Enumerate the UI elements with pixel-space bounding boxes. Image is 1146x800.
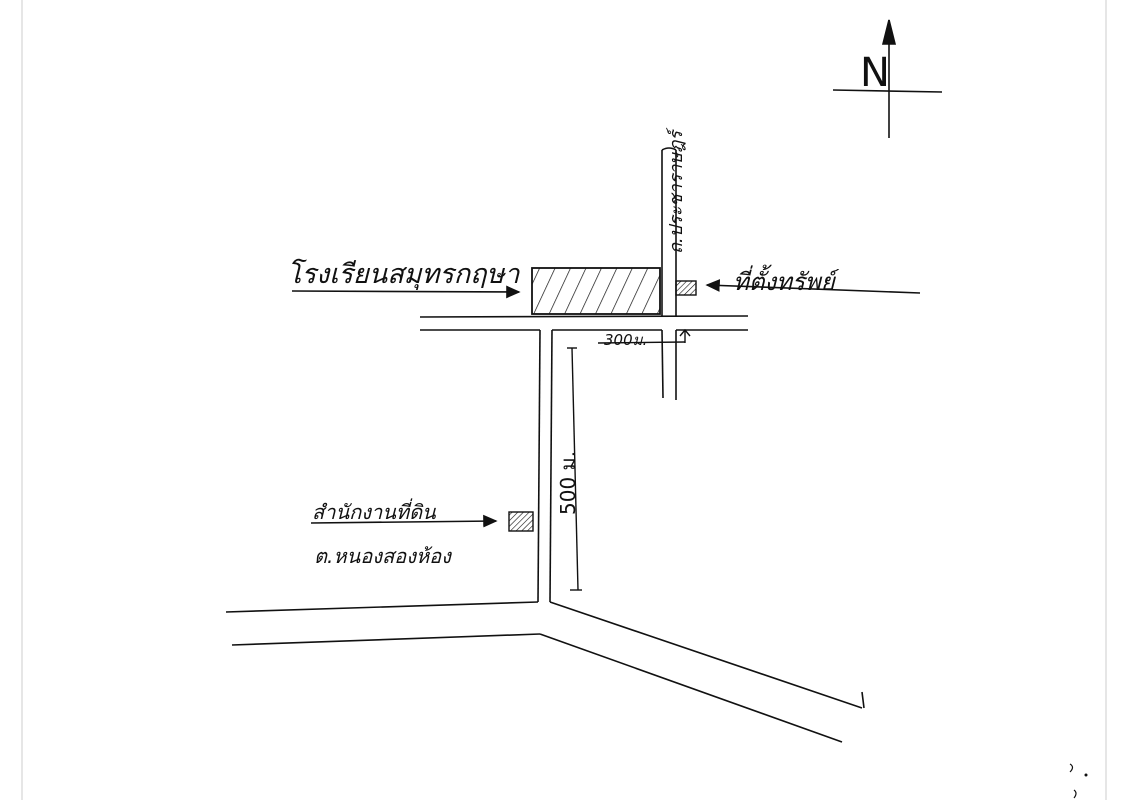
land-office-label: สำนักงานที่ดิน — [312, 500, 436, 524]
school-leader-arrow — [291, 285, 521, 299]
south-road — [537, 329, 553, 603]
land-office-leader-arrow — [310, 514, 498, 528]
land-office-block — [508, 511, 534, 532]
lower-road — [225, 601, 865, 743]
school-block — [531, 267, 661, 315]
distance-500-label: 500 ม. — [556, 450, 580, 515]
north-label: N — [860, 50, 890, 96]
property-block — [675, 280, 697, 296]
distance-300-marker — [597, 328, 691, 344]
school-label: โรงเรียนสมุทรกฤษา — [287, 259, 520, 290]
distance-300-label: 300ม. — [604, 331, 648, 349]
stray-marks — [1069, 763, 1088, 799]
land-office-subdistrict-label: ต.หนองสองห้อง — [314, 544, 451, 568]
north-arrow-icon — [832, 19, 943, 138]
property-leader-arrow — [705, 279, 921, 294]
property-label: ที่ตั้งทรัพย์ — [733, 268, 835, 296]
upper-road — [419, 315, 749, 331]
distance-500-marker — [567, 347, 582, 591]
road-name-label: ถ.ประชาราษฎร์ — [666, 130, 687, 254]
